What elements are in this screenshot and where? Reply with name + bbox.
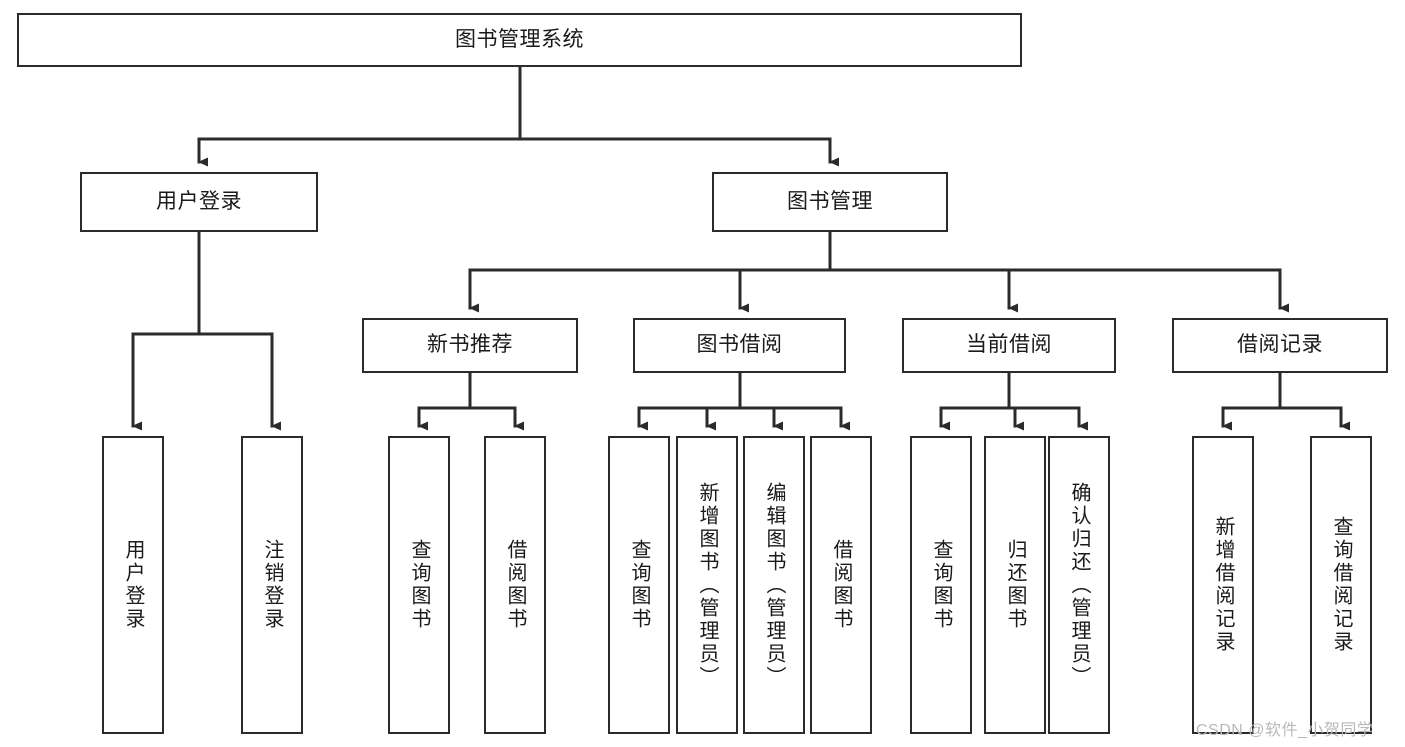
node-leaf-borrow-book-1-label: 借阅图书 xyxy=(504,539,526,631)
node-root-label: 图书管理系统 xyxy=(455,27,584,51)
node-user-login[interactable]: 用户登录 xyxy=(80,172,318,232)
node-leaf-query-book-1[interactable]: 查询图书 xyxy=(388,436,450,734)
node-book-manage-label: 图书管理 xyxy=(787,189,873,213)
node-leaf-user-login[interactable]: 用户登录 xyxy=(102,436,164,734)
node-leaf-add-borrow-record-label: 新增借阅记录 xyxy=(1212,516,1234,654)
node-leaf-query-book-1-label: 查询图书 xyxy=(408,539,430,631)
node-leaf-confirm-return-admin[interactable]: 确认归还（管理员） xyxy=(1048,436,1110,734)
node-leaf-borrow-book-2[interactable]: 借阅图书 xyxy=(810,436,872,734)
node-current-borrow-label: 当前借阅 xyxy=(966,333,1052,357)
node-leaf-edit-book-admin-label: 编辑图书（管理员） xyxy=(763,481,785,689)
node-leaf-logout-login[interactable]: 注销登录 xyxy=(241,436,303,734)
node-leaf-borrow-book-1[interactable]: 借阅图书 xyxy=(484,436,546,734)
node-user-login-label: 用户登录 xyxy=(156,189,242,213)
node-leaf-borrow-book-2-label: 借阅图书 xyxy=(830,539,852,631)
node-borrow-record[interactable]: 借阅记录 xyxy=(1172,318,1388,373)
node-leaf-query-borrow-record-label: 查询借阅记录 xyxy=(1330,516,1352,654)
node-new-book-recommend[interactable]: 新书推荐 xyxy=(362,318,578,373)
node-book-borrow[interactable]: 图书借阅 xyxy=(633,318,846,373)
node-new-book-recommend-label: 新书推荐 xyxy=(427,333,513,357)
node-leaf-add-book-admin-label: 新增图书（管理员） xyxy=(696,481,718,689)
node-leaf-user-login-label: 用户登录 xyxy=(122,539,144,631)
node-book-borrow-label: 图书借阅 xyxy=(696,333,783,357)
node-leaf-query-book-2-label: 查询图书 xyxy=(628,539,650,631)
node-book-manage[interactable]: 图书管理 xyxy=(712,172,948,232)
node-leaf-query-borrow-record[interactable]: 查询借阅记录 xyxy=(1310,436,1372,734)
node-leaf-edit-book-admin[interactable]: 编辑图书（管理员） xyxy=(743,436,805,734)
node-leaf-query-book-2[interactable]: 查询图书 xyxy=(608,436,670,734)
node-leaf-query-book-3[interactable]: 查询图书 xyxy=(910,436,972,734)
node-leaf-return-book[interactable]: 归还图书 xyxy=(984,436,1046,734)
node-leaf-confirm-return-admin-label: 确认归还（管理员） xyxy=(1068,481,1090,689)
node-leaf-query-book-3-label: 查询图书 xyxy=(930,539,952,631)
node-leaf-add-borrow-record[interactable]: 新增借阅记录 xyxy=(1192,436,1254,734)
node-leaf-logout-login-label: 注销登录 xyxy=(261,539,283,631)
node-borrow-record-label: 借阅记录 xyxy=(1237,333,1323,357)
node-root[interactable]: 图书管理系统 xyxy=(17,13,1022,67)
node-current-borrow[interactable]: 当前借阅 xyxy=(902,318,1116,373)
node-leaf-return-book-label: 归还图书 xyxy=(1004,539,1026,631)
node-leaf-add-book-admin[interactable]: 新增图书（管理员） xyxy=(676,436,738,734)
